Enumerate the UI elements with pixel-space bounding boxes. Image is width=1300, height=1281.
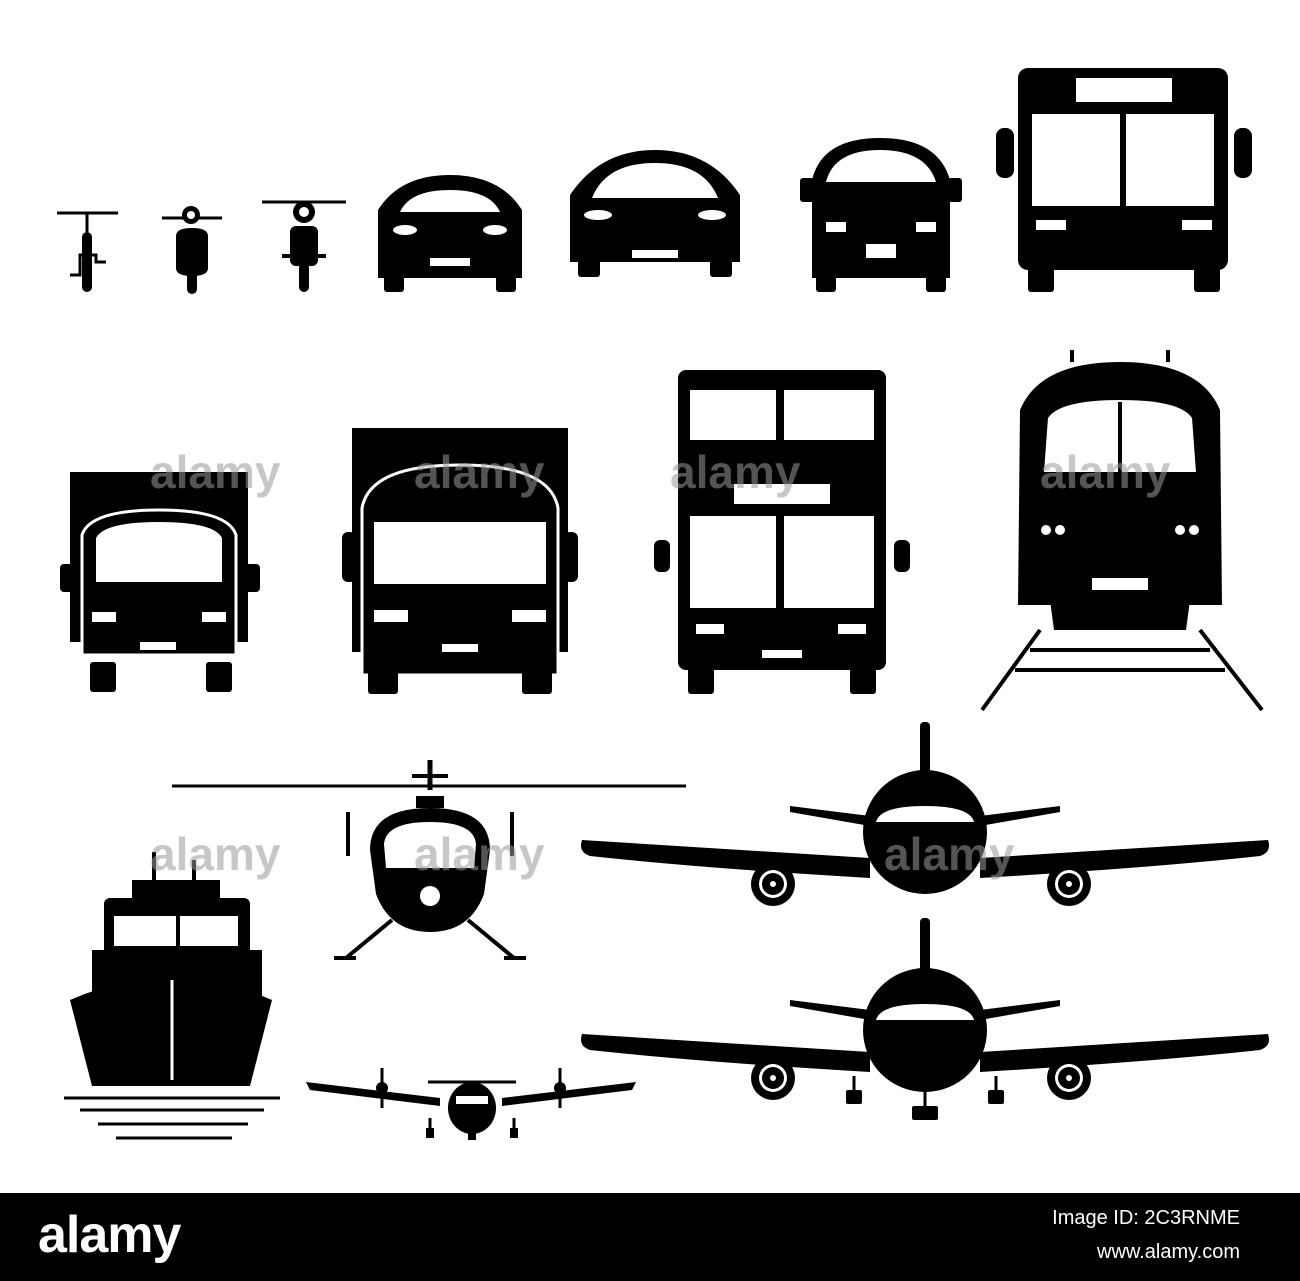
truck-icon bbox=[60, 472, 260, 692]
ship-icon bbox=[64, 852, 280, 1140]
footer-bar: alamy Image ID: 2C3RNME www.alamy.com bbox=[0, 1193, 1300, 1281]
icon-sheet: alamy alamy alamy alamy alamy alamy alam… bbox=[57, 68, 1269, 1140]
helicopter-icon bbox=[172, 760, 686, 960]
double-decker-bus-icon bbox=[654, 370, 910, 694]
lorry-icon bbox=[342, 428, 578, 694]
watermark: alamy bbox=[150, 446, 281, 498]
watermark: alamy bbox=[414, 828, 545, 880]
small-propeller-plane-icon bbox=[306, 1068, 636, 1140]
motorcycle-icon bbox=[262, 200, 346, 292]
watermark: alamy bbox=[670, 446, 801, 498]
watermark: alamy bbox=[1040, 446, 1171, 498]
scooter-icon bbox=[162, 206, 222, 294]
van-icon bbox=[800, 138, 962, 292]
watermark: alamy bbox=[884, 828, 1015, 880]
watermark: alamy bbox=[414, 446, 545, 498]
bus-icon bbox=[996, 68, 1252, 292]
airplane-landing-gear-icon bbox=[581, 918, 1269, 1120]
bicycle-icon bbox=[57, 211, 118, 292]
site-url[interactable]: www.alamy.com bbox=[1097, 1241, 1240, 1263]
alamy-logo: alamy bbox=[38, 1206, 181, 1264]
airplane-icon bbox=[581, 722, 1269, 906]
car-icon bbox=[378, 175, 522, 292]
image-id: Image ID: 2C3RNME bbox=[1052, 1207, 1240, 1229]
train-icon bbox=[980, 350, 1264, 712]
sedan-icon bbox=[570, 150, 740, 277]
watermark: alamy bbox=[150, 828, 281, 880]
